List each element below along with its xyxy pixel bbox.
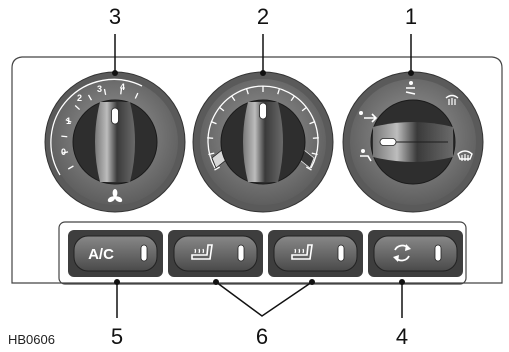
fan-scale-tick — [120, 88, 123, 95]
leader-dots — [112, 70, 414, 285]
temperature-scale-tick — [309, 120, 316, 125]
ac-button[interactable]: A/C — [68, 230, 163, 277]
temperature-scale-tick — [311, 152, 318, 156]
callout-5: 5 — [111, 324, 123, 349]
callout-3: 3 — [109, 4, 121, 29]
fan-scale-tick — [87, 94, 93, 101]
fan-icon — [107, 189, 123, 203]
fan-scale-tick — [62, 151, 69, 154]
fan-speed-scale — [61, 88, 139, 170]
ac-button-label: A/C — [88, 246, 114, 263]
temperature-scale-tick — [245, 88, 249, 95]
fan-speed-dial[interactable]: 0 1 2 3 4 — [44, 71, 186, 213]
temperature-scale-tick — [277, 88, 281, 95]
face-and-feet-icon — [405, 81, 416, 95]
temperature-dial[interactable] — [192, 71, 334, 213]
fan-scale-tick — [103, 88, 107, 96]
callout-1: 1 — [405, 4, 417, 29]
temperature-scale-tick — [290, 95, 296, 102]
temperature-scale-tick — [305, 166, 312, 171]
fan-scale-tick — [67, 165, 74, 170]
button-strip — [58, 221, 467, 285]
temperature-scale-tick — [208, 152, 215, 156]
recirculation-icon — [393, 244, 411, 262]
ac-indicator-light — [140, 244, 148, 262]
fan-scale-tick — [134, 92, 139, 99]
feet-icon — [360, 149, 372, 162]
temperature-scale-tick — [301, 106, 308, 112]
fan-scale-4: 4 — [120, 82, 125, 92]
fan-scale-1: 1 — [66, 116, 71, 126]
fan-scale-2: 2 — [77, 93, 82, 103]
windscreen-icon — [457, 150, 473, 161]
recirculation-indicator-light — [434, 244, 442, 262]
heated-seat-right-indicator-light — [337, 244, 345, 262]
heated-seat-icon — [191, 244, 213, 260]
callout-4: 4 — [396, 324, 408, 349]
temperature-knob-pointer — [259, 102, 267, 120]
heated-seat-left-indicator-light — [237, 244, 245, 262]
face-vent-icon — [359, 111, 378, 123]
heated-seat-right-button[interactable] — [268, 230, 363, 277]
heated-seat-left-button[interactable] — [168, 230, 263, 277]
figure-code: HB0606 — [8, 332, 55, 347]
temperature-scale-tick — [218, 106, 225, 112]
leader-lines — [114, 34, 412, 318]
distribution-knob-pointer — [379, 138, 397, 146]
fan-scale-tick — [65, 119, 72, 123]
heated-seat-icon — [291, 244, 313, 260]
callout-2: 2 — [257, 4, 269, 29]
panel-outline — [11, 56, 503, 284]
callout-6: 6 — [256, 324, 268, 349]
temperature-scale-tick — [214, 166, 221, 171]
fan-scale-0: 0 — [61, 147, 66, 157]
feet-and-windscreen-icon — [445, 94, 459, 105]
fan-scale-3: 3 — [97, 84, 102, 94]
temperature-knob-grip — [243, 102, 283, 182]
air-distribution-dial[interactable] — [342, 71, 484, 213]
fan-knob-grip — [95, 102, 135, 182]
fan-scale-tick — [61, 135, 68, 138]
fan-knob-pointer — [111, 107, 119, 125]
temperature-scale-tick — [230, 95, 236, 102]
temperature-scale — [207, 86, 319, 171]
fan-scale-tick — [74, 105, 81, 111]
temperature-scale-tick — [210, 120, 217, 125]
recirculation-button[interactable] — [368, 230, 463, 277]
